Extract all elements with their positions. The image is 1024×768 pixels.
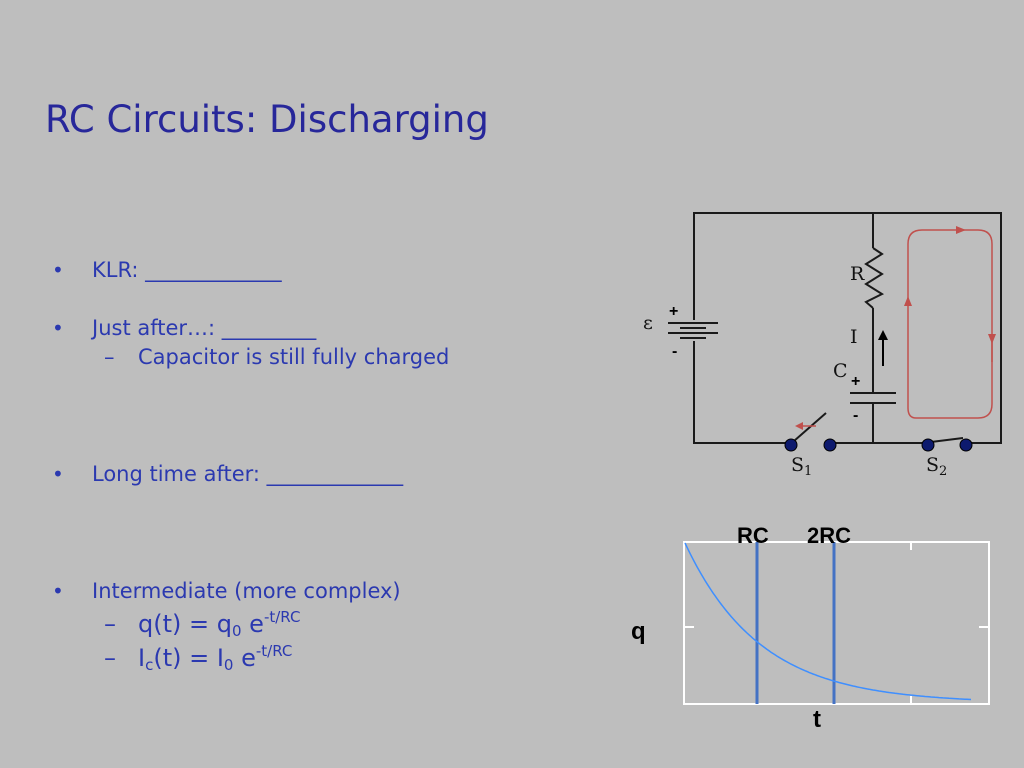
sub-bullet-marker: – — [104, 345, 115, 369]
sub-bullet-marker: – — [104, 610, 116, 638]
battery-symbol — [668, 322, 718, 339]
discharge-loop-bottom — [916, 340, 993, 419]
bullet-text: Just after…: _________ — [92, 316, 317, 340]
switch1-label: S1 — [791, 454, 812, 479]
discharge-loop-top — [907, 229, 993, 362]
decay-graph: RC 2RC q t — [631, 523, 990, 733]
switch2-node-right — [959, 438, 973, 452]
2rc-label: 2RC — [807, 523, 851, 548]
bullet-text: KLR: _____________ — [92, 258, 282, 282]
graph-x-label: t — [813, 706, 821, 733]
bullet-text: Intermediate (more complex) — [92, 579, 401, 603]
resistor-symbol — [864, 247, 885, 309]
switch2-lever — [930, 437, 964, 443]
switch1-motion-arrowhead — [795, 422, 803, 430]
switch2-label: S2 — [926, 454, 947, 479]
current-label: I — [850, 326, 858, 348]
capacitor-minus-label: - — [853, 407, 858, 424]
wire-outer — [693, 212, 1002, 444]
slide-title: RC Circuits: Discharging — [45, 98, 489, 141]
resistor-label: R — [850, 263, 865, 285]
capacitor-plus-label: + — [851, 373, 860, 390]
bullet-marker: • — [52, 258, 64, 282]
sub-bullet-marker: – — [104, 644, 116, 672]
capacitor-label: C — [833, 360, 848, 382]
switch1-node-right — [823, 438, 837, 452]
current-arrowhead — [878, 330, 888, 340]
switch2-node-left — [921, 438, 935, 452]
equation-text: Ic(t) = I0 e-t/RC — [138, 642, 293, 675]
battery-minus-label: - — [672, 343, 677, 360]
switch1-lever — [793, 412, 827, 442]
bullet-text: Long time after: _____________ — [92, 462, 404, 486]
wire-left-bottom — [693, 341, 791, 444]
circuit-wires — [693, 212, 1002, 444]
graph-frame — [683, 541, 990, 705]
sub-bullet-text: Capacitor is still fully charged — [138, 345, 450, 369]
equation-text: q(t) = q0 e-t/RC — [138, 608, 301, 641]
discharge-loop-left — [907, 304, 917, 419]
bullet-marker: • — [52, 579, 64, 603]
graph-y-label: q — [631, 618, 646, 645]
emf-label: ε — [643, 312, 653, 334]
switch1-node-left — [784, 438, 798, 452]
battery-plus-label: + — [669, 303, 678, 320]
discharge-arrow-down — [988, 334, 996, 344]
bullet-marker: • — [52, 316, 64, 340]
discharge-arrow-right — [956, 226, 966, 234]
rc-label: RC — [737, 523, 769, 548]
decay-curve — [684, 542, 972, 701]
bullet-marker: • — [52, 462, 64, 486]
